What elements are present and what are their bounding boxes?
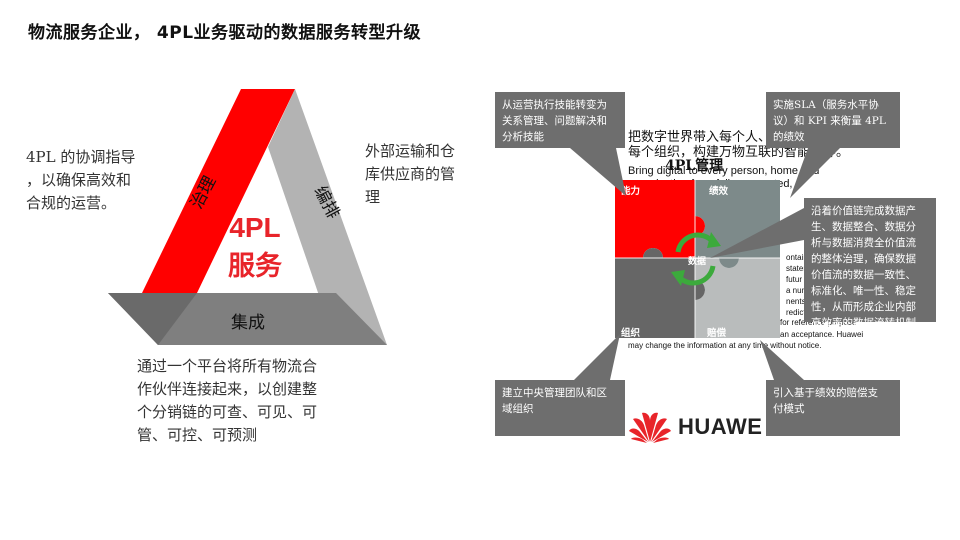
callout-line: 付模式 [773,403,805,415]
pointer-top-left [570,148,626,196]
triangle-side-light [268,89,387,345]
bg-text-line: nents [786,297,806,306]
text-left: 4PL 的协调指导 ，以确保高效和 合规的运营。 [26,146,135,215]
callout-bottom-left: 建立中央管理团队和区 域组织 [495,380,625,436]
bg-text-line: ontain [786,253,808,262]
triangle-label-bottom: 集成 [231,313,265,333]
callout-line: 标准化、唯一性、稳定 [811,285,916,297]
puzzle-title: 4PL管理 [665,158,724,174]
callout-top-right: 实施SLA（服务水平协 议）和 KPI 来衡量 4PL 的绩效 [766,92,900,148]
callout-line: 域组织 [502,403,534,415]
callout-line: 高效率的数据流转机制。 [811,317,927,329]
pointer-top-right [790,148,840,198]
callout-line: 析与数据消费全价值流 [811,237,916,249]
text-bottom-line: 作伙伴连接起来，以创建整 [137,380,318,398]
text-bottom-line: 个分销链的可查、可见、可 [137,403,318,421]
callout-line: 议）和 KPI 来衡量 4PL [773,115,886,127]
text-bottom: 通过一个平台将所有物流合 作伙伴连接起来，以创建整 个分销链的可查、可见、可 管… [137,355,317,447]
callout-middle-right: 沿着价值链完成数据产 生、数据整合、数据分 析与数据消费全价值流 的整体治理，确… [804,198,936,329]
callout-line: 实施SLA（服务水平协 [773,99,879,111]
callout-line: 的整体治理，确保数据 [811,253,916,265]
4pl-triangle-diagram: 治理 编排 集成 4PL 服务 [108,89,387,345]
triangle-center-line2: 服务 [228,251,282,282]
callout-line: 分析技能 [502,131,544,143]
callout-line: 建立中央管理团队和区 [502,387,607,399]
recycle-arrows-icon [671,232,721,286]
text-bottom-line: 管、可控、可预测 [137,426,258,444]
bg-text-fragment: an acceptance. Huawei [780,330,864,339]
text-bottom-line: 通过一个平台将所有物流合 [137,357,318,375]
text-right: 外部运输和仓 库供应商的管 理 [365,140,455,209]
huawei-logo: HUAWE [628,410,762,444]
text-left-line: ，以确保高效和 [26,171,132,189]
huawei-wordmark: HUAWE [678,414,763,439]
puzzle-label-compensation: 赔偿 [706,327,727,339]
callout-line: 性，从而形成企业内部 [811,301,916,313]
bg-text-line: a nun [786,286,807,295]
callout-pointers [570,148,840,380]
callout-line: 引入基于绩效的赔偿支 [773,387,878,399]
puzzle-piece-compensation [695,258,780,338]
callout-line: 的绩效 [773,131,805,143]
text-right-line: 外部运输和仓 [365,142,456,160]
bg-text-notice: may change the information at any time w… [628,341,822,350]
callout-top-left: 从运营执行技能转变为 关系管理、问题解决和 分析技能 [495,92,625,148]
triangle-side-red [142,89,295,293]
pointer-middle-right [710,208,804,258]
callout-line: 生、数据整合、数据分 [811,221,916,233]
callout-line: 价值流的数据一致性、 [811,269,916,281]
triangle-center-line1: 4PL [229,212,280,243]
puzzle-label-data: 数据 [688,255,706,267]
pointer-bottom-left [574,334,620,380]
callout-line: 关系管理、问题解决和 [502,115,607,127]
text-left-line: 合规的运营。 [26,194,117,212]
triangle-fold-shade [108,293,197,345]
huawei-flower-icon [629,412,671,443]
text-left-line: 4PL 的协调指导 [26,148,136,166]
text-right-line: 理 [365,188,381,206]
callout-line: 从运营执行技能转变为 [502,99,607,111]
callout-bottom-right: 引入基于绩效的赔偿支 付模式 [766,380,900,436]
bg-text-line: futur [786,275,803,284]
bg-text-line: redicti [786,308,808,317]
bg-text-line: Bring digital to every person, home and [628,165,820,177]
bg-text-line: 把数字世界带入每个人、 [628,129,772,144]
bg-text-line: statem [786,264,811,273]
bg-text-fragment: for reference purpose [780,318,857,327]
bg-text-fragments: ontain statem futur a nun nents redicti [786,252,810,318]
callout-line: 沿着价值链完成数据产 [811,205,916,217]
page-title: 物流服务企业， 4PL业务驱动的数据服务转型升级 [28,23,422,43]
text-right-line: 库供应商的管 [365,165,456,183]
puzzle-label-ability: 能力 [621,185,640,197]
pointer-bottom-right [760,340,804,380]
puzzle-label-org: 组织 [621,327,641,339]
puzzle-label-performance: 绩效 [709,185,729,197]
